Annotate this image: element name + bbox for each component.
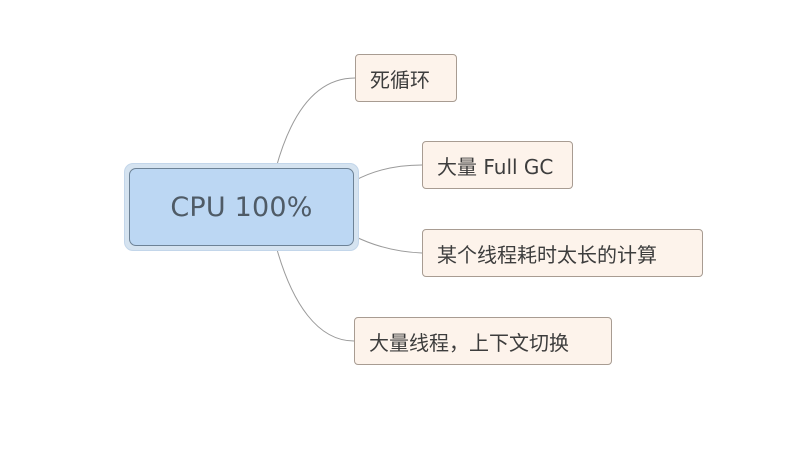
branch-topic-2[interactable]: 大量 Full GC xyxy=(422,141,573,189)
branch-topic-label: 某个线程耗时太长的计算 xyxy=(437,242,657,267)
branch-topic-label: 大量线程，上下文切换 xyxy=(369,330,569,355)
connector-to-branch-4 xyxy=(275,245,355,342)
connector-to-branch-2 xyxy=(353,164,423,182)
branch-topic-1[interactable]: 死循环 xyxy=(355,54,457,102)
central-topic-label: CPU 100% xyxy=(170,191,313,223)
branch-topic-label: 死循环 xyxy=(370,67,430,92)
connector-to-branch-1 xyxy=(275,77,356,169)
central-topic[interactable]: CPU 100% xyxy=(129,168,354,246)
connector-to-branch-3 xyxy=(353,235,423,254)
branch-topic-4[interactable]: 大量线程，上下文切换 xyxy=(354,317,612,365)
branch-topic-label: 大量 Full GC xyxy=(437,154,554,179)
branch-topic-3[interactable]: 某个线程耗时太长的计算 xyxy=(422,229,703,277)
